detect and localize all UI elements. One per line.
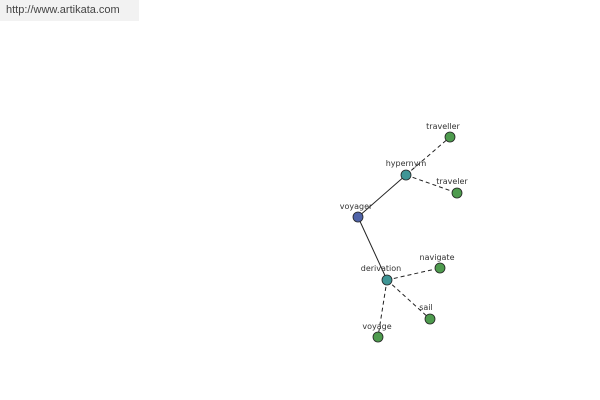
node-label-derivation: derivation	[361, 264, 401, 273]
edge-derivation-navigate	[386, 267, 441, 281]
edge-voyager-derivation	[357, 216, 388, 281]
node-label-voyage: voyage	[362, 322, 391, 331]
node-sail[interactable]	[424, 313, 436, 325]
node-hypernym[interactable]	[400, 169, 412, 181]
labels-layer: voyager hypernym derivation traveller travel…	[340, 122, 469, 331]
node-traveller[interactable]	[444, 131, 456, 143]
edges-layer	[357, 136, 458, 338]
nodes-layer	[352, 131, 463, 343]
edge-voyager-hypernym	[357, 174, 407, 218]
node-navigate[interactable]	[434, 262, 446, 274]
node-voyage[interactable]	[372, 331, 384, 343]
edge-hypernym-traveller	[405, 136, 451, 176]
node-derivation[interactable]	[381, 274, 393, 286]
edge-hypernym-traveler	[405, 174, 458, 194]
node-traveler[interactable]	[451, 187, 463, 199]
edge-derivation-sail	[386, 279, 431, 320]
node-label-traveller: traveller	[426, 122, 460, 131]
node-label-traveler: traveler	[436, 177, 468, 186]
node-label-sail: sail	[419, 303, 433, 312]
node-label-navigate: navigate	[420, 253, 455, 262]
node-label-hypernym: hypernym	[386, 159, 427, 168]
node-label-voyager: voyager	[340, 202, 373, 211]
site-url-link[interactable]: http://www.artikata.com	[6, 4, 120, 16]
edge-derivation-voyage	[377, 279, 388, 338]
url-bar: http://www.artikata.com	[0, 0, 139, 21]
node-voyager[interactable]	[352, 211, 364, 223]
